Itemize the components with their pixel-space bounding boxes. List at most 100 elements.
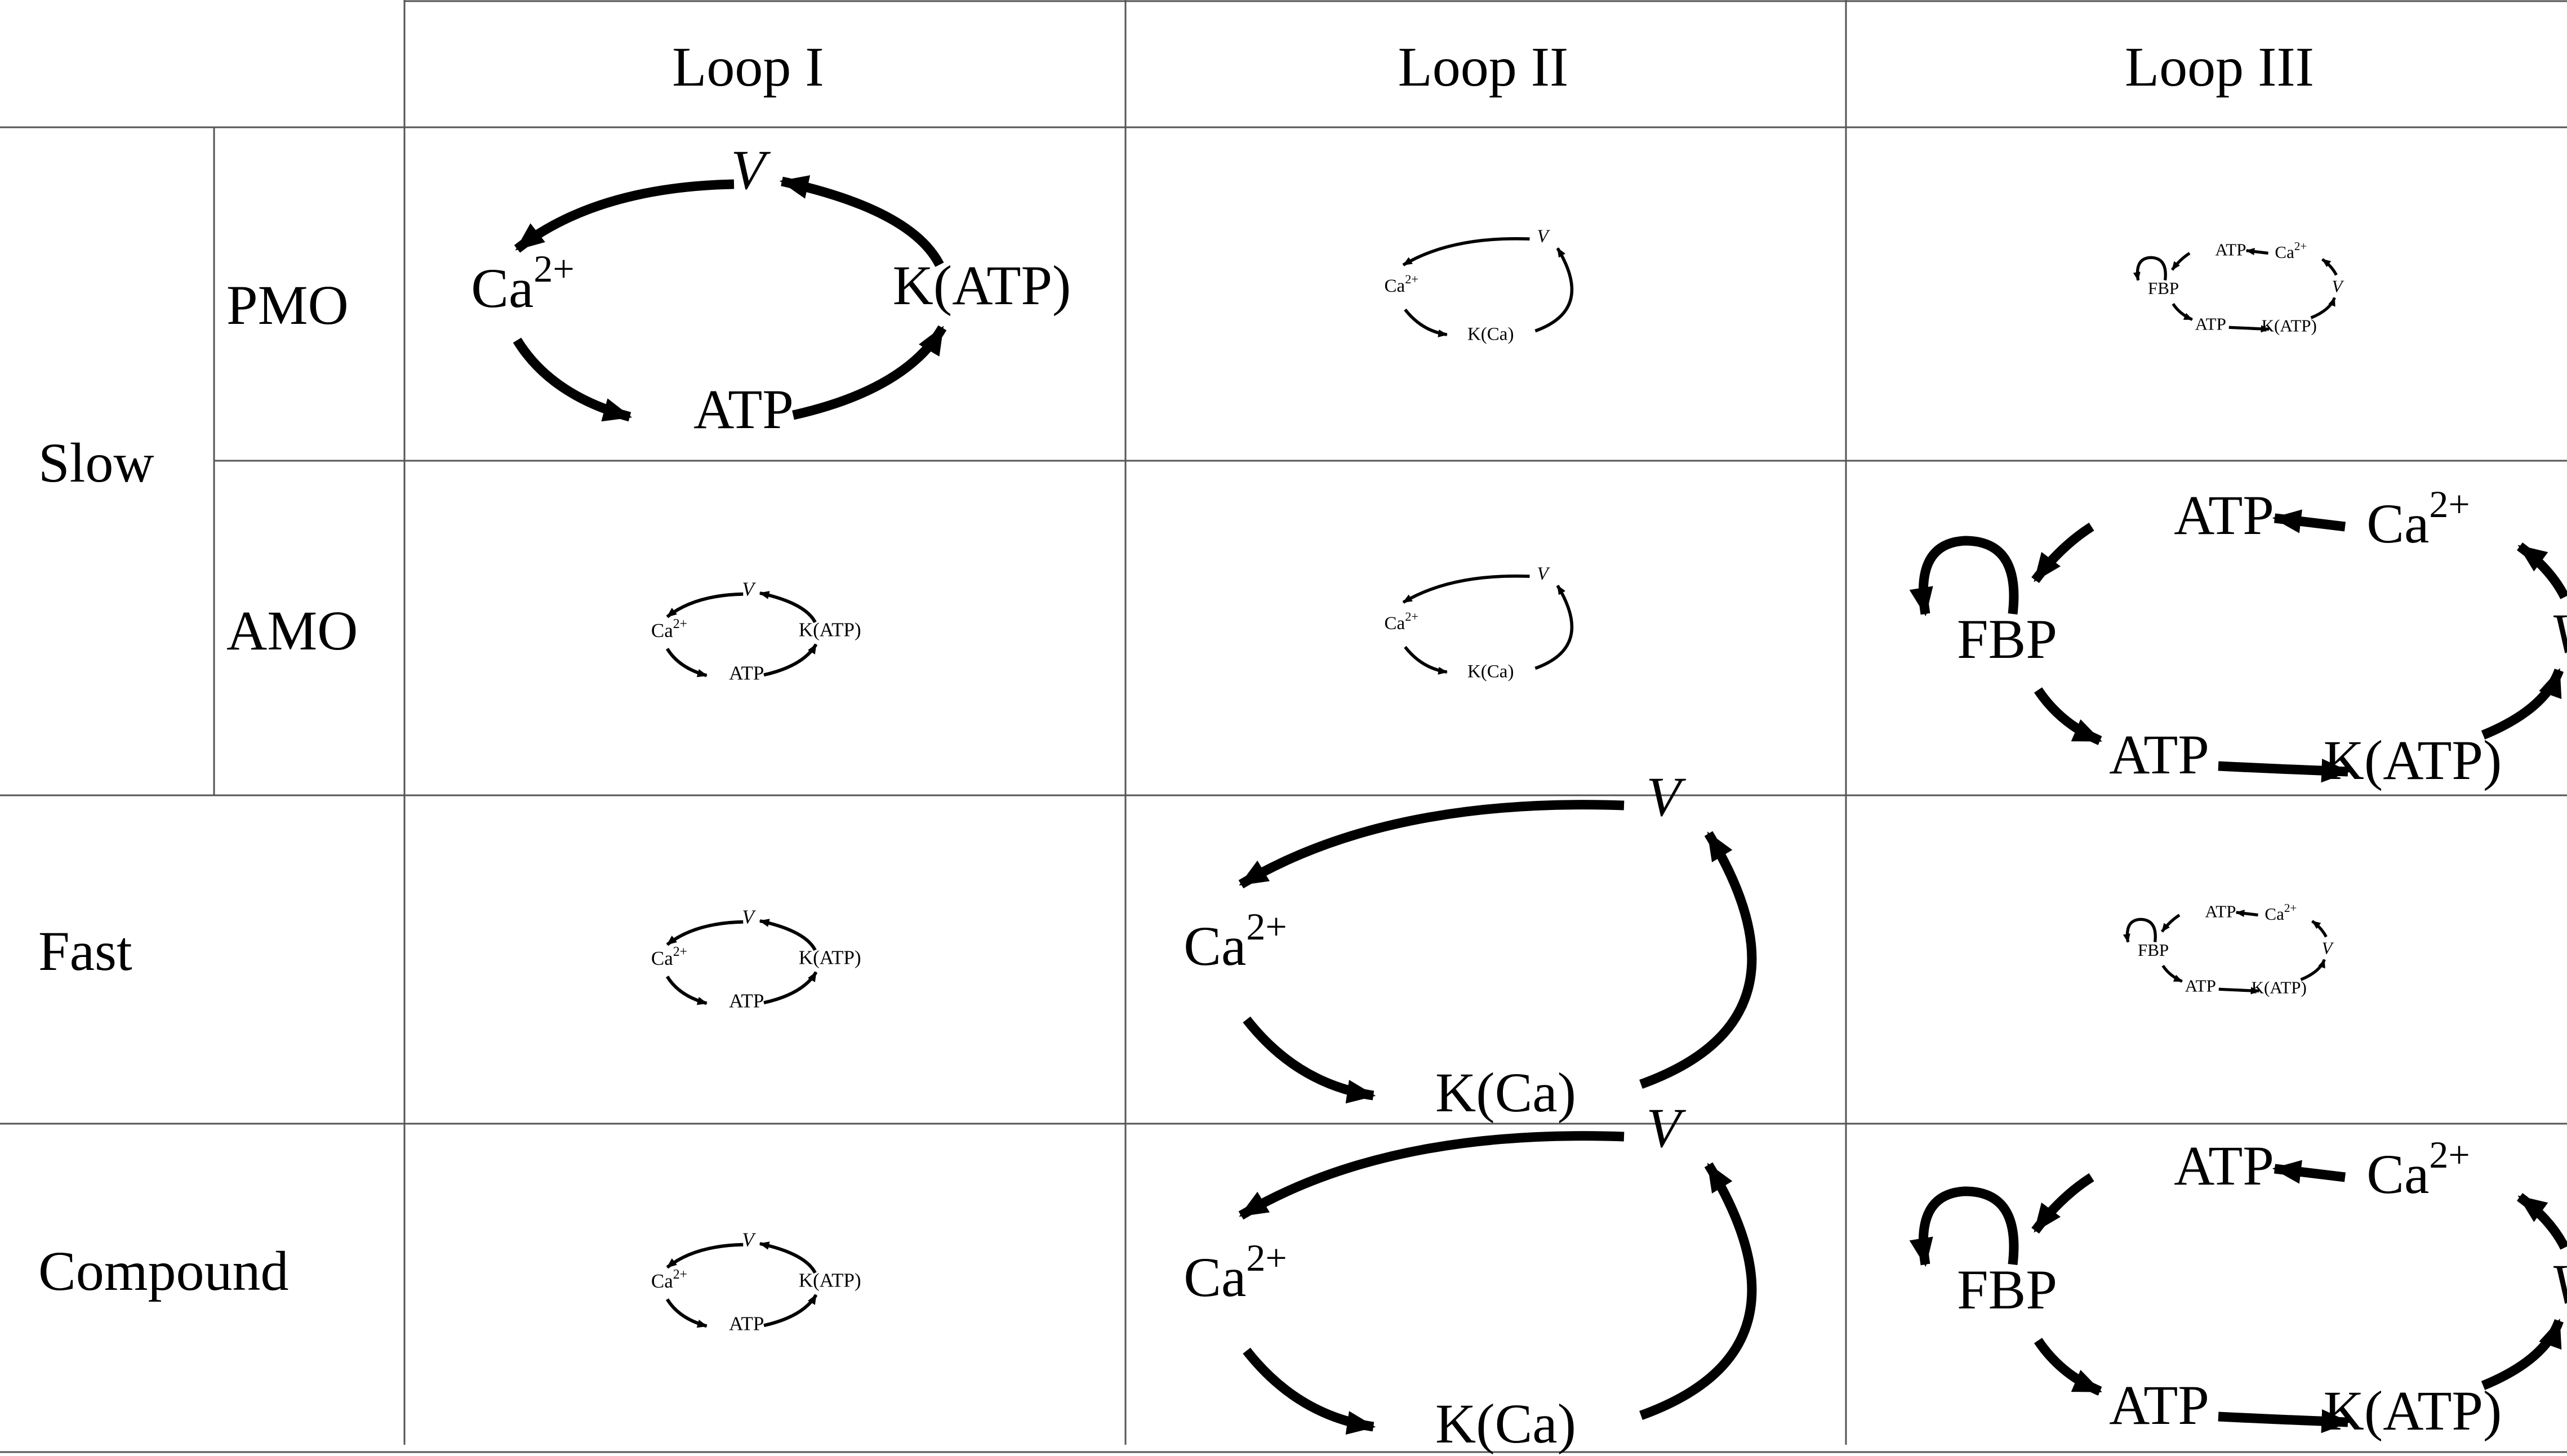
node-ca-symbol: Ca	[471, 257, 533, 319]
node-v: V	[2332, 277, 2344, 296]
edge-katp-to-v	[2481, 667, 2564, 740]
node-ca-charge: 2+	[1246, 1236, 1287, 1279]
node-katp: K(ATP)	[799, 946, 861, 968]
node-atp-upper: ATP	[2215, 240, 2246, 260]
node-katp: K(ATP)	[799, 1269, 861, 1291]
loop3-diagram: ATP Ca2+ FBP V ATP K(ATP)	[2133, 239, 2344, 335]
node-ca: Ca2+	[651, 617, 687, 642]
node-fbp: FBP	[1957, 1258, 2057, 1321]
cell-slow-amo-loop2: V Ca2+ K(Ca)	[1385, 564, 1574, 682]
edge-atp-to-katp	[792, 325, 947, 420]
node-v: V	[1646, 765, 1686, 828]
loop2-diagram: V Ca2+ K(Ca)	[1385, 226, 1574, 344]
cell-slow-pmo-loop2: V Ca2+ K(Ca)	[1385, 226, 1574, 344]
node-ca-symbol: Ca	[1385, 613, 1405, 634]
edge-atp-to-fbp	[2160, 914, 2181, 933]
row-label-fast: Fast	[38, 920, 132, 982]
edge-fbp-to-atp	[2034, 687, 2102, 745]
node-ca-charge: 2+	[1405, 272, 1418, 286]
edge-v-to-ca	[2516, 1193, 2567, 1250]
node-ca-charge: 2+	[2294, 239, 2307, 253]
edge-kca-to-v	[1534, 585, 1574, 670]
edge-fbp-to-atp	[2161, 964, 2183, 983]
node-ca-symbol: Ca	[651, 947, 673, 969]
edge-v-to-ca	[2516, 542, 2567, 599]
node-v: V	[742, 906, 756, 928]
edge-ca-to-atp	[665, 1298, 708, 1328]
node-ca-charge: 2+	[1405, 609, 1418, 624]
node-ca-charge: 2+	[2429, 1133, 2470, 1176]
edge-kca-to-v	[1639, 831, 1757, 1089]
node-ca-symbol: Ca	[2366, 492, 2429, 555]
loop2-diagram: V Ca2+ K(Ca)	[1184, 1097, 1757, 1455]
edge-fbp-to-atp	[2034, 1338, 2102, 1396]
node-v: V	[2322, 938, 2334, 958]
loop2-diagram: V Ca2+ K(Ca)	[1184, 765, 1757, 1124]
edge-kca-to-v	[1639, 1162, 1757, 1420]
edge-ca-to-atp	[2235, 910, 2258, 918]
node-ca-charge: 2+	[1246, 905, 1287, 948]
node-ca-symbol: Ca	[1184, 1246, 1246, 1308]
edge-v-to-ca	[1402, 574, 1530, 604]
node-atp-lower: ATP	[2195, 314, 2226, 333]
node-kca: K(Ca)	[1435, 1061, 1576, 1124]
row-label-amo: AMO	[226, 599, 358, 662]
node-fbp: FBP	[2138, 940, 2169, 960]
cell-slow-amo-loop3: ATP Ca2+ FBP V ATP K(ATP)	[1909, 483, 2567, 791]
loop3-diagram: ATP Ca2+ FBP V ATP K(ATP)	[1909, 483, 2567, 791]
edge-katp-to-v	[2310, 297, 2336, 319]
node-kca: K(Ca)	[1467, 661, 1514, 682]
node-kca: K(Ca)	[1467, 324, 1514, 344]
loop1-diagram: V Ca2+ ATP K(ATP)	[651, 906, 861, 1012]
node-v: V	[2550, 1253, 2567, 1315]
edge-ca-to-atp	[2272, 1160, 2346, 1184]
node-ca: Ca2+	[651, 1267, 687, 1292]
node-atp: ATP	[729, 662, 764, 684]
node-ca: Ca2+	[1385, 272, 1419, 296]
edge-atp-to-katp	[2228, 325, 2270, 333]
node-atp-lower: ATP	[2109, 723, 2209, 786]
node-v: V	[1537, 564, 1551, 584]
edge-fbp-self	[2133, 256, 2167, 281]
node-ca: Ca2+	[2366, 483, 2470, 555]
node-v: V	[742, 578, 756, 600]
node-ca-charge: 2+	[673, 1267, 687, 1282]
edge-v-to-ca	[666, 1243, 744, 1269]
edge-ca-to-atp	[665, 648, 708, 678]
column-header-loop3: Loop III	[2125, 35, 2314, 98]
node-katp: K(ATP)	[799, 618, 861, 640]
cell-compound-loop3: ATP Ca2+ FBP V ATP K(ATP)	[1909, 1133, 2567, 1442]
edge-v-to-ca	[514, 179, 735, 253]
cell-slow-pmo-loop1: V Ca2+ ATP K(ATP)	[471, 139, 1071, 440]
cell-slow-amo-loop1: V Ca2+ ATP K(ATP)	[651, 578, 861, 684]
edge-ca-to-kca	[1404, 645, 1448, 675]
edge-v-to-ca	[2321, 258, 2338, 276]
edge-fbp-self	[2123, 918, 2157, 943]
node-katp: K(ATP)	[2252, 977, 2307, 997]
column-header-loop1: Loop I	[672, 35, 824, 98]
edge-katp-to-v	[759, 919, 817, 951]
edge-fbp-to-atp	[2172, 302, 2193, 321]
edge-v-to-ca	[1238, 800, 1625, 889]
node-atp-lower: ATP	[2109, 1374, 2209, 1436]
node-atp-upper: ATP	[2174, 484, 2274, 546]
cell-compound-loop2: V Ca2+ K(Ca)	[1184, 1097, 1757, 1455]
edge-ca-to-kca	[1243, 1016, 1376, 1104]
node-ca: Ca2+	[2275, 239, 2307, 262]
node-atp-upper: ATP	[2205, 902, 2236, 921]
node-ca: Ca2+	[1385, 609, 1419, 634]
edge-atp-to-katp	[763, 1294, 818, 1328]
row-label-compound: Compound	[38, 1240, 288, 1302]
node-ca-charge: 2+	[2284, 901, 2297, 915]
edge-atp-to-fbp	[2031, 522, 2094, 584]
node-v: V	[1537, 226, 1551, 247]
edge-katp-to-v	[759, 1241, 817, 1274]
edge-atp-to-fbp	[2170, 252, 2191, 271]
node-ca-symbol: Ca	[651, 620, 673, 642]
node-v: V	[742, 1229, 756, 1251]
cell-compound-loop1: V Ca2+ ATP K(ATP)	[651, 1229, 861, 1335]
cell-fast-loop3: ATP Ca2+ FBP V ATP K(ATP)	[2123, 901, 2334, 997]
cell-fast-loop1: V Ca2+ ATP K(ATP)	[651, 906, 861, 1012]
node-v: V	[2550, 602, 2567, 665]
node-ca: Ca2+	[1184, 1236, 1287, 1308]
